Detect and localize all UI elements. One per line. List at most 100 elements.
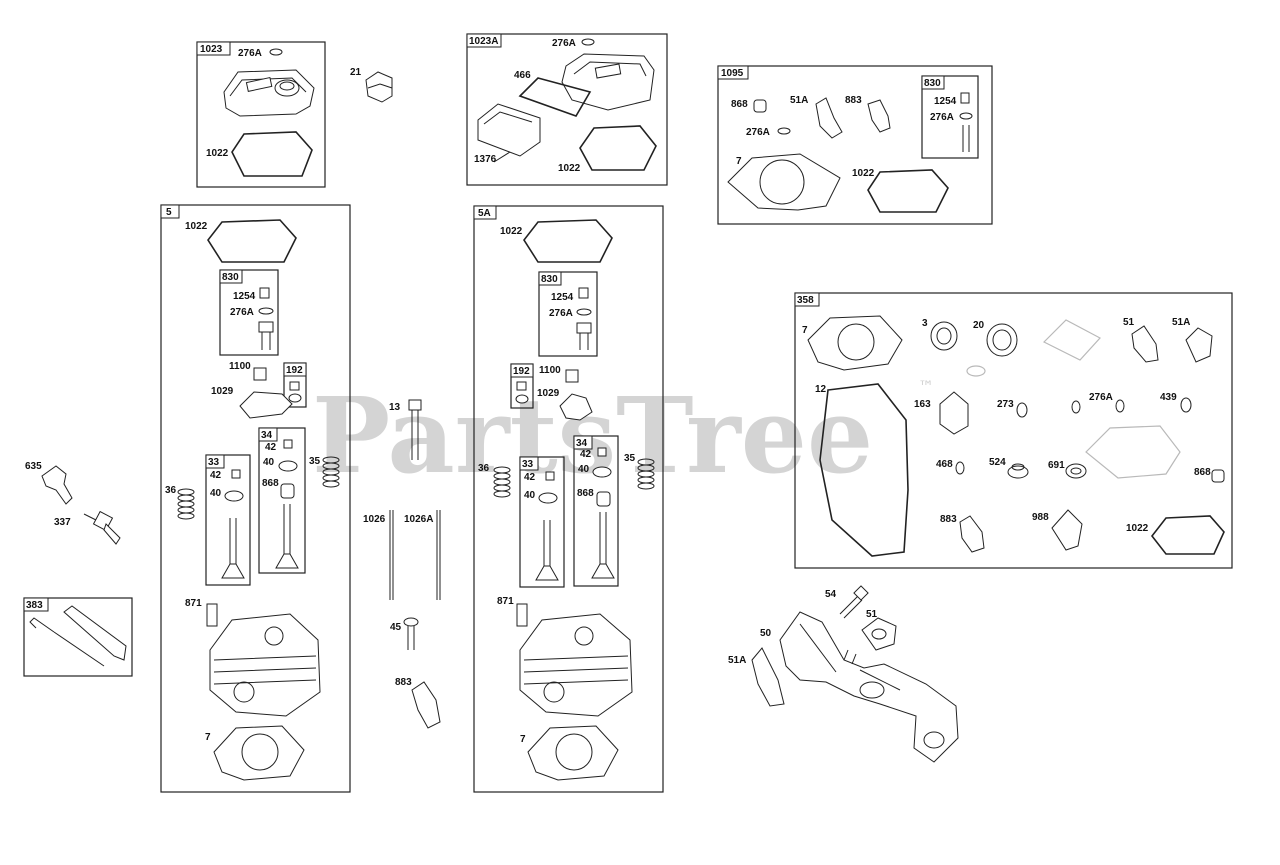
valve-part[interactable] [275,504,299,569]
part-label[interactable]: 883 [940,514,957,525]
spark-plug-boot-part[interactable] [41,465,73,505]
part-label[interactable]: 868 [577,488,594,499]
part-label[interactable]: 163 [914,399,931,410]
part-label[interactable]: 35 [624,453,636,464]
pivot-part[interactable] [565,369,579,383]
crankcase-gasket-part[interactable] [819,383,909,557]
part-label[interactable]: 1254 [934,96,957,107]
gasket-part[interactable] [518,77,592,117]
part-label[interactable]: 1254 [551,292,574,303]
washer-part[interactable] [258,307,274,315]
gasket-part[interactable] [231,131,313,177]
valve-spring-part[interactable] [637,458,655,490]
part-label[interactable]: 868 [1194,467,1211,478]
gasket-part[interactable] [867,99,891,133]
bolt-part[interactable] [408,399,422,460]
valve-seal-part[interactable] [753,99,767,113]
keeper-part[interactable] [545,471,555,481]
head-gasket-part[interactable] [213,725,305,781]
retainer-part[interactable] [278,460,298,472]
part-label[interactable]: 871 [185,598,202,609]
washer-part[interactable] [1071,400,1081,414]
part-label[interactable]: 50 [760,628,772,639]
part-label[interactable]: 51A [1172,317,1190,328]
part-label[interactable]: 276A [930,112,954,123]
part-label[interactable]: 1022 [852,168,875,179]
part-label[interactable]: 468 [936,459,953,470]
rocker-arm-part[interactable] [239,391,293,419]
head-gasket-part[interactable] [527,725,619,781]
part-label[interactable]: 276A [1089,392,1113,403]
gasket-part[interactable] [411,681,441,729]
part-label[interactable]: 276A [746,127,770,138]
part-label[interactable]: 51A [728,655,746,666]
valve-part[interactable] [591,512,615,579]
part-label[interactable]: 1029 [537,388,560,399]
breather-part[interactable] [477,103,541,157]
part-label[interactable]: 40 [210,488,222,499]
cylinder-head-part[interactable] [209,613,321,717]
part-label[interactable]: 42 [265,442,277,453]
part-label[interactable]: 1100 [229,361,251,372]
part-label[interactable]: 1029 [211,386,234,397]
part-label[interactable]: 40 [524,490,536,501]
oil-seal-part[interactable] [1065,463,1087,479]
nut-part[interactable] [578,287,589,299]
part-label[interactable]: 12 [815,384,827,395]
valve-guide-part[interactable] [516,603,528,627]
part-label[interactable]: 466 [514,70,531,81]
oil-seal-part[interactable] [930,321,958,351]
intake-manifold-part[interactable] [779,611,959,763]
washer-part[interactable] [581,38,595,46]
part-label[interactable]: 1376 [474,154,497,165]
bolt-part[interactable] [493,151,511,163]
valve-seal-part[interactable] [280,483,295,499]
valve-guide-part[interactable] [206,603,218,627]
part-label[interactable]: 36 [478,463,490,474]
part-label[interactable]: 54 [825,589,837,600]
part-label[interactable]: 1022 [206,148,229,159]
valve-spring-part[interactable] [177,488,195,520]
part-label[interactable]: 276A [549,308,573,319]
plug-part[interactable] [1007,463,1029,479]
oil-seal-part[interactable] [986,323,1018,357]
gasket-part[interactable] [207,219,297,263]
gasket-part[interactable] [939,391,969,435]
push-rod-part[interactable] [389,510,394,600]
valve-spring-part[interactable] [493,466,511,498]
keeper-part[interactable] [597,447,607,457]
gasket-part[interactable] [867,169,949,213]
valve-part[interactable] [221,518,245,579]
part-label[interactable]: 1026 [363,514,386,525]
part-label[interactable]: 42 [524,472,536,483]
cylinder-head-part[interactable] [519,613,633,717]
part-label[interactable]: 868 [731,99,748,110]
part-label[interactable]: 635 [25,461,42,472]
part-label[interactable]: 20 [973,320,985,331]
gasket-part[interactable] [579,125,657,171]
part-label[interactable]: 3 [922,318,928,329]
part-label[interactable]: 51 [1123,317,1135,328]
part-label[interactable]: 276A [552,38,576,49]
stud-head-part[interactable] [258,321,274,333]
part-label[interactable]: 7 [736,156,742,167]
washer-part[interactable] [777,127,791,135]
part-label[interactable]: 1026A [404,514,433,525]
part-label[interactable]: 21 [350,67,362,78]
part-label[interactable]: 40 [263,457,275,468]
nut-part[interactable] [960,92,970,104]
part-label[interactable]: 7 [520,734,526,745]
spring-cap-part[interactable] [289,381,300,391]
bolt-part[interactable] [839,585,869,619]
gasket-part[interactable] [523,219,613,263]
washer-part[interactable] [1016,402,1028,418]
gasket-part[interactable] [1131,325,1159,363]
rocker-arm-part[interactable] [559,393,593,421]
part-label[interactable]: 883 [395,677,412,688]
retainer-part[interactable] [592,466,612,478]
part-label[interactable]: 871 [497,596,514,607]
head-gasket-part[interactable] [727,153,841,211]
part-label[interactable]: 45 [390,622,402,633]
part-label[interactable]: 524 [989,457,1006,468]
valve-cover-part[interactable] [561,53,655,111]
